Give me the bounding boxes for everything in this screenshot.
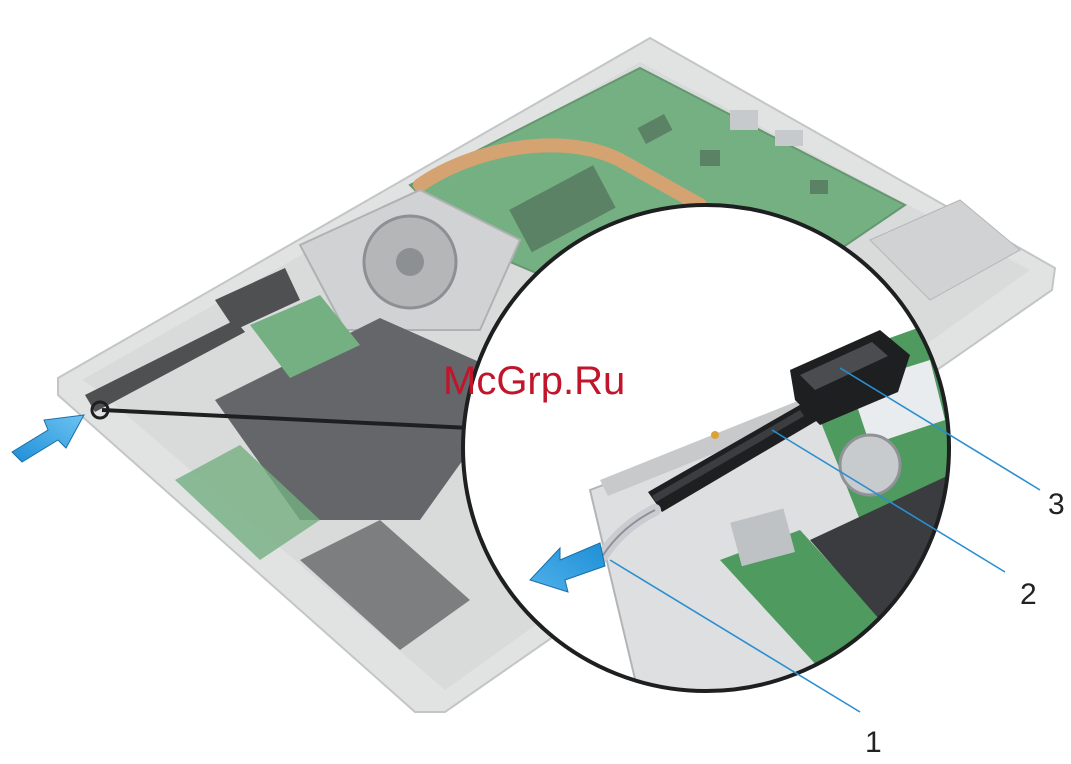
watermark: McGrp.Ru: [443, 359, 625, 403]
callout-1: 1: [865, 726, 882, 759]
coin-cell-battery: [840, 435, 900, 495]
callout-2: 2: [1020, 578, 1037, 611]
callout-3: 3: [1048, 488, 1065, 521]
arrow-icon: [12, 415, 84, 462]
